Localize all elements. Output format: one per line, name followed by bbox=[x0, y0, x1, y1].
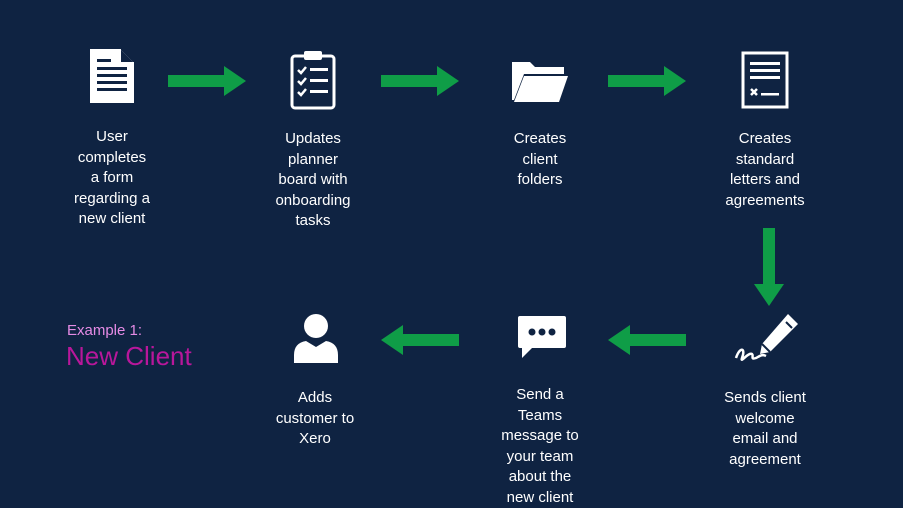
pen-signature-icon bbox=[734, 314, 798, 361]
chat-bubble-icon bbox=[518, 316, 566, 358]
step-6-label: Send a Teams message to your team about … bbox=[501, 386, 579, 506]
step-7-label: Adds customer to Xero bbox=[275, 389, 355, 447]
arrow-right-2 bbox=[381, 66, 459, 96]
step-3-label: Creates client folders bbox=[513, 130, 567, 188]
arrow-left-2 bbox=[381, 325, 459, 355]
step-1-label: User completes a form regarding a new cl… bbox=[74, 128, 150, 227]
step-4-label: Creates standard letters and agreements bbox=[725, 130, 805, 209]
step-5-label: Sends client welcome email and agreement bbox=[724, 389, 806, 468]
arrow-right-3 bbox=[608, 66, 686, 96]
step-2-label: Updates planner board with onboarding ta… bbox=[275, 130, 351, 229]
example-title: New Client bbox=[66, 341, 192, 371]
folder-icon bbox=[512, 62, 568, 102]
document-icon bbox=[90, 49, 134, 103]
arrow-down bbox=[754, 228, 784, 306]
arrow-left-1 bbox=[608, 325, 686, 355]
clipboard-checklist-icon bbox=[290, 51, 336, 110]
person-icon bbox=[294, 314, 338, 363]
example-subtitle: Example 1: bbox=[67, 322, 143, 339]
contract-icon bbox=[741, 51, 789, 109]
arrow-right-1 bbox=[168, 66, 246, 96]
